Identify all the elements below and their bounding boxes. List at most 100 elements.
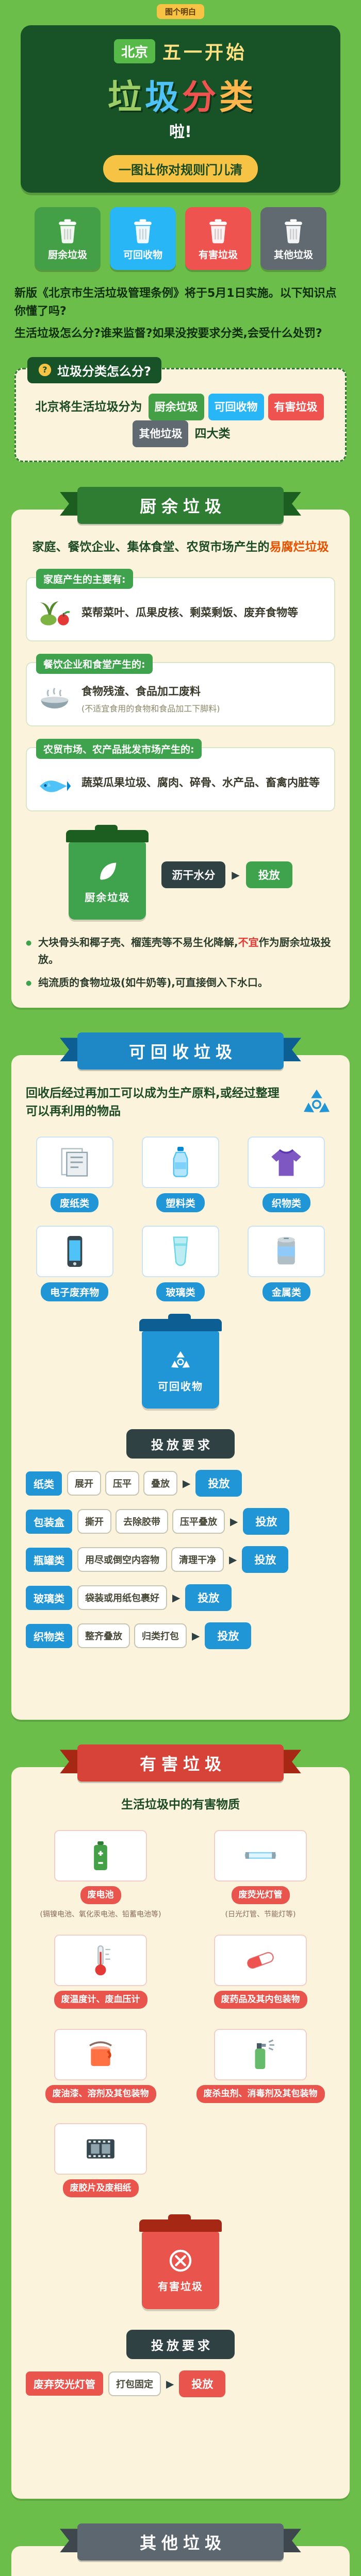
category-tag: 可回收物	[208, 393, 264, 420]
category-label: 金属类	[262, 1282, 310, 1302]
howto-title-label: 垃圾分类怎么分?	[57, 364, 151, 379]
recyclable-intro: 回收后经过再加工可以成为生产原料,或经过整理可以再利用的物品	[26, 1086, 280, 1118]
hazardous-item-label: 废电池	[80, 1886, 121, 1904]
kitchen-disposal-row: 厨余垃圾 沥干水分 ▶ 投放	[26, 825, 335, 920]
recycle-icon	[298, 1084, 335, 1121]
market-icon	[36, 765, 73, 802]
bin-icon	[128, 216, 157, 245]
leaf-icon	[94, 858, 121, 885]
kitchen-rule-flow: 沥干水分 ▶ 投放	[161, 861, 292, 889]
title-main: 垃 圾 分 类	[31, 70, 330, 119]
rule-category-label: 织物类	[26, 1623, 72, 1648]
bin-icon	[279, 216, 308, 245]
waste-group: 餐饮企业和食堂产生的: 食物残渣、食品加工废料 (不适宜食用的食物和食品加工下脚…	[26, 654, 335, 727]
disposal-rule: 包装盒 撕开去除胶带压平叠放 ▶ 投放	[26, 1508, 335, 1535]
hazardous-item-label: 废杀虫剂、消毒剂及其包装物	[196, 2084, 325, 2103]
waste-group: 家庭产生的主要有: 菜帮菜叶、瓜果皮核、剩菜剩饭、废弃食物等	[26, 569, 335, 642]
recyclable-category: 金属类	[238, 1226, 335, 1302]
bin-lid	[139, 2214, 222, 2232]
intro-paragraph-1: 新版《北京市生活垃圾管理条例》将于5月1日实施。以下知识点你懂了吗?	[14, 287, 337, 318]
waste-group-label: 农贸市场、农产品批发市场产生的:	[36, 739, 202, 759]
rule-step: 袋装或用纸包裹好	[77, 1585, 167, 1611]
dispose-action: 投放	[243, 1508, 290, 1535]
phone-icon	[36, 1226, 113, 1278]
hazardous-card: 生活垃圾中的有害物质 废电池 (镉镍电池、氧化汞电池、铅蓄电池等) 废荧光灯管 …	[11, 1767, 350, 2499]
bin-tile: 其他垃圾	[260, 207, 326, 270]
waste-group-items: 食物残渣、食品加工废料	[81, 685, 201, 698]
rule-step: 打包固定	[108, 2371, 161, 2396]
paint-icon	[54, 2028, 147, 2080]
bin-tile-label: 其他垃圾	[273, 249, 313, 261]
bin-tile-label: 有害垃圾	[198, 249, 238, 261]
recycle-icon	[167, 1347, 194, 1374]
arrow-icon: ▶	[166, 2377, 174, 2390]
highlight-perishable: 易腐烂垃圾	[269, 540, 329, 554]
rule-category-label: 瓶罐类	[26, 1547, 72, 1572]
hazardous-intro: 生活垃圾中的有害物质	[121, 1798, 240, 1812]
category-tag: 其他垃圾	[133, 420, 189, 447]
rule-step: 叠放	[143, 1471, 177, 1496]
title-char: 垃	[108, 77, 142, 117]
bottle-icon	[141, 1137, 219, 1189]
howto-prefix: 北京将生活垃圾分为	[35, 400, 142, 414]
top-badge: 图个明白	[0, 0, 361, 19]
disposal-rule: 玻璃类 袋装或用纸包裹好 ▶ 投放	[26, 1584, 335, 1612]
hazardous-item: 废油漆、溶剂及其包装物	[26, 2028, 175, 2108]
hazardous-item: 废温度计、废血压计	[26, 1934, 175, 2013]
start-date-label: 五一开始	[162, 42, 248, 63]
hazardous-item-label: 废油漆、溶剂及其包装物	[45, 2084, 156, 2103]
recyclable-head: 回收后经过再加工可以成为生产原料,或经过整理可以再利用的物品	[26, 1084, 335, 1121]
section-hazardous: 有害垃圾 生活垃圾中的有害物质 废电池 (镉镍电池、氧化汞电池、铅蓄电池等) 废…	[0, 1744, 361, 2499]
category-label: 塑料类	[156, 1193, 205, 1213]
waste-group-label: 家庭产生的主要有:	[36, 569, 133, 589]
bin-label: 有害垃圾	[158, 2280, 203, 2293]
recyclable-bin: 可回收物	[139, 1314, 222, 1409]
rule-step: 压平	[105, 1471, 139, 1496]
disposal-requirements-badge: 投放要求	[126, 1429, 235, 1459]
disposal-rule: 织物类 整齐叠放归类打包 ▶ 投放	[26, 1622, 335, 1650]
pill-icon	[214, 1934, 307, 1986]
glass-icon	[141, 1226, 219, 1278]
recyclable-rules: 纸类 展开压平叠放 ▶ 投放 包装盒 撕开去除胶带压平叠放 ▶ 投放 瓶罐类	[26, 1470, 335, 1650]
drain-water-step: 沥干水分	[161, 861, 226, 889]
bin-label: 可回收物	[158, 1380, 203, 1393]
veg-icon	[36, 595, 73, 632]
section-how-to-sort: ? 垃圾分类怎么分? 北京将生活垃圾分为 厨余垃圾可回收物有害垃圾其他垃圾 四大…	[14, 357, 347, 462]
category-tag: 厨余垃圾	[148, 393, 204, 420]
bin-tile: 厨余垃圾	[35, 207, 101, 270]
recyclable-category: 玻璃类	[132, 1226, 229, 1302]
title-char: 类	[219, 77, 253, 117]
hazardous-bin: 有害垃圾	[139, 2214, 222, 2309]
rule-step: 展开	[67, 1471, 101, 1496]
rule-step: 用尽或倒空内容物	[77, 1547, 167, 1572]
title-bang: 啦!	[169, 123, 192, 141]
title-card: 北京 五一开始 垃 圾 分 类 啦! 一图让你对规则门儿清	[21, 25, 340, 193]
subtitle-wrap: 一图让你对规则门儿清	[31, 155, 330, 182]
paper-icon	[36, 1137, 113, 1189]
rule-category-label: 废弃荧光灯管	[26, 2371, 103, 2396]
hazardous-item-label: 废胶片及废相纸	[62, 2179, 139, 2197]
hazardous-item: 废荧光灯管 (日光灯管、节能灯等)	[186, 1830, 335, 1919]
category-label: 织物类	[262, 1193, 310, 1213]
bin-tile: 有害垃圾	[185, 207, 251, 270]
subtitle: 一图让你对规则门儿清	[103, 155, 258, 182]
rule-step: 归类打包	[134, 1623, 187, 1649]
top-badge-label: 图个明白	[156, 4, 204, 19]
recyclable-category: 废纸类	[26, 1137, 123, 1213]
kitchen-intro: 家庭、餐饮企业、集体食堂、农贸市场产生的易腐烂垃圾	[32, 540, 329, 554]
hazardous-item-label: 废荧光灯管	[231, 1886, 290, 1904]
hazardous-item-label: 废药品及其内包装物	[214, 1990, 307, 2009]
bin-tile-label: 厨余垃圾	[47, 249, 87, 261]
category-tag: 有害垃圾	[268, 393, 324, 420]
dispose-action: 投放	[179, 2370, 226, 2397]
howto-title: ? 垃圾分类怎么分?	[27, 357, 161, 383]
howto-suffix: 四大类	[194, 427, 231, 440]
section-kitchen-waste: 厨余垃圾 家庭、餐饮企业、集体食堂、农贸市场产生的易腐烂垃圾 家庭产生的主要有:…	[0, 486, 361, 1008]
city-label: 北京	[113, 39, 155, 63]
hazardous-item-note: (镉镍电池、氧化汞电池、铅蓄电池等)	[40, 1910, 161, 1919]
recyclable-card: 回收后经过再加工可以成为生产原料,或经过整理可以再利用的物品 废纸类 塑料类	[11, 1055, 350, 1720]
kitchen-notes: 大块骨头和椰子壳、榴莲壳等不易生化降解,不宜作为厨余垃圾投放。 纯流质的食物垃圾…	[26, 934, 335, 991]
bins-row: 厨余垃圾 可回收物 有害垃圾 其他垃圾	[0, 207, 361, 270]
other-banner: 其他垃圾	[77, 2523, 284, 2561]
